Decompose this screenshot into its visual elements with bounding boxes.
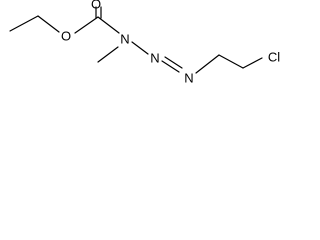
bond-n-methyl xyxy=(97,46,119,63)
atom-azo-nitrogen-2: N xyxy=(184,71,193,86)
atom-ester-oxygen: O xyxy=(61,29,71,44)
skeletal-structure: O O N N N Cl xyxy=(9,0,280,86)
bond-ccarbonyl-n xyxy=(97,16,120,34)
bond-n-ch2 xyxy=(195,54,220,74)
atom-chlorine: Cl xyxy=(268,50,280,65)
atom-azo-nitrogen-1: N xyxy=(150,51,159,66)
bond-layer xyxy=(9,6,263,74)
atom-label-layer: O O N N N Cl xyxy=(61,0,280,86)
bond-ch2-ch2 xyxy=(218,54,244,69)
bond-oester-ccarbonyl xyxy=(74,16,99,34)
bond-azo-double-a xyxy=(161,60,180,73)
atom-carbonyl-oxygen: O xyxy=(91,0,101,12)
bond-ch2-cl xyxy=(242,57,263,69)
bond-c2-oester xyxy=(37,15,60,33)
bond-azo-double-b xyxy=(164,56,183,69)
atom-amine-nitrogen: N xyxy=(120,32,129,47)
bond-c1-c2 xyxy=(9,15,39,32)
bond-n-n xyxy=(131,41,149,55)
